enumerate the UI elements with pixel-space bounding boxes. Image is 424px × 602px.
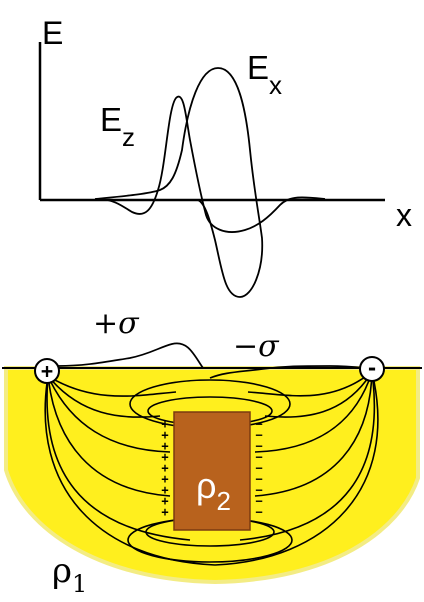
conductive-body	[173, 411, 251, 531]
ex-curve	[94, 67, 264, 298]
plus-charge: +	[161, 472, 168, 486]
minus-charge: −	[255, 494, 262, 508]
plus-charge: +	[161, 428, 168, 442]
dipole-diagram: ρ2 +++++++++ −−−−−−−−− +σ −σ + - ρ1	[2, 306, 422, 598]
plus-sigma-loop	[57, 342, 204, 369]
ez-label: Ez	[100, 101, 135, 152]
plus-sigma-label: +σ	[93, 306, 140, 341]
host-rho-label: ρ1	[52, 551, 87, 598]
body-rho-label: ρ2	[196, 465, 231, 516]
minus-charge: −	[255, 483, 262, 497]
minus-charge: −	[255, 450, 262, 464]
minus-charge: −	[255, 461, 262, 475]
left-charges: +++++++++	[161, 417, 168, 519]
positive-electrode: +	[34, 358, 60, 384]
x-axis-label: x	[396, 197, 412, 233]
minus-charge: −	[255, 472, 262, 486]
plus-charge: +	[161, 439, 168, 453]
minus-charge: −	[255, 417, 262, 431]
plus-charge: +	[161, 494, 168, 508]
right-charges: −−−−−−−−−	[255, 417, 262, 519]
minus-charge: −	[255, 428, 262, 442]
y-axis-label: E	[42, 15, 63, 51]
positive-electrode-sign: +	[41, 359, 53, 383]
plus-charge: +	[161, 505, 168, 519]
minus-sigma-loop	[209, 365, 366, 379]
minus-charge: −	[255, 439, 262, 453]
plus-charge: +	[161, 417, 168, 431]
ez-curve	[99, 95, 326, 233]
ex-label: Ex	[247, 49, 282, 100]
minus-charge: −	[255, 505, 262, 519]
plus-charge: +	[161, 450, 168, 464]
negative-electrode-sign: -	[366, 356, 378, 380]
field-plot: E x Ex Ez	[38, 15, 412, 298]
plus-charge: +	[161, 483, 168, 497]
plus-charge: +	[161, 461, 168, 475]
negative-electrode: -	[359, 356, 385, 382]
minus-sigma-label: −σ	[233, 329, 280, 364]
